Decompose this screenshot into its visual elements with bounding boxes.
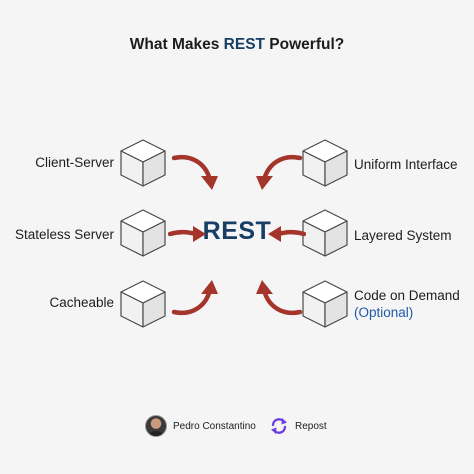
cube-icon [301,279,349,329]
cube-icon [119,208,167,258]
title-suffix: Powerful? [265,36,345,53]
curved-arrow-icon [171,154,218,190]
repost-label: Repost [295,420,327,432]
title-prefix: What Makes [129,36,224,53]
curved-arrow-icon [256,280,303,316]
curved-arrow-icon [256,154,303,190]
repost-icon [271,418,287,434]
repost-button[interactable]: Repost [269,415,327,437]
author-name: Pedro Constantino [173,420,256,432]
cube-icon [119,279,167,329]
curved-arrow-icon [171,280,218,316]
diagram-title: What Makes REST Powerful? [0,36,474,54]
cube-icon [301,208,349,258]
author-credit[interactable]: Pedro Constantino [145,415,256,437]
curved-arrow-icon [268,226,306,242]
label-layered-system: Layered System [354,228,452,243]
label-code-on-demand: Code on Demand (Optional) [354,287,460,321]
label-optional: (Optional) [354,305,414,320]
title-accent: REST [223,36,265,53]
label-code-on-demand-text: Code on Demand [354,288,460,303]
avatar [145,415,167,437]
center-rest: REST [202,217,272,245]
label-stateless-server: Stateless Server [14,227,114,242]
cube-icon [119,138,167,188]
label-uniform-interface: Uniform Interface [354,157,458,172]
label-cacheable: Cacheable [49,295,114,310]
label-client-server: Client-Server [35,155,114,170]
cube-icon [301,138,349,188]
curved-arrow-icon [168,226,206,242]
